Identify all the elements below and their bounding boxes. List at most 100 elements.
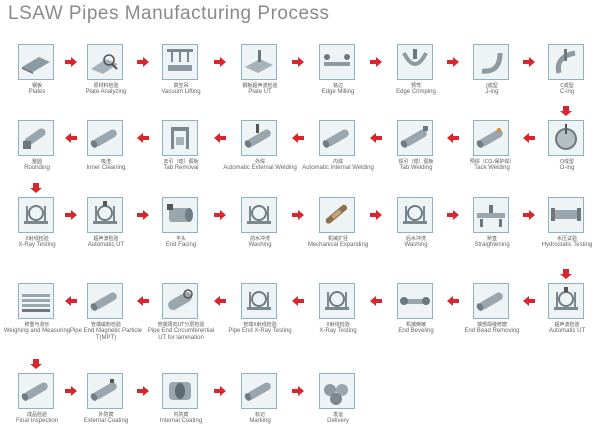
step-label-cn: 超声波检验 (554, 322, 580, 328)
step-label-cn: 后水冲洗 (405, 236, 426, 242)
step-label-en: Final Inspection (15, 418, 59, 424)
flow-arrow-icon (136, 57, 149, 67)
flow-arrow-icon (64, 133, 77, 143)
internal-coating-icon (162, 373, 198, 409)
flow-arrow-icon (30, 183, 42, 193)
j-forming-icon (473, 44, 509, 80)
step-label-en: Vacuum Lifting (161, 89, 201, 95)
ultrasonic-probe-icon (241, 44, 277, 80)
step-label-en: Pipe End Magnetic Particle T(MPT) (69, 328, 143, 341)
ultrasonic-testing-icon (87, 197, 123, 233)
step-label-cn: 成品检验 (26, 412, 47, 418)
flow-arrow-icon (292, 210, 304, 220)
step-label-cn: 整圆 (31, 159, 42, 165)
step-label-en: X-Ray Testing (319, 328, 357, 334)
pipe-end-ut-icon (162, 283, 198, 319)
flow-arrow-icon (292, 296, 304, 306)
washing-icon (241, 197, 277, 233)
step-label-en: Hydrostatic Testing (541, 242, 593, 248)
flow-arrow-icon (64, 386, 77, 396)
step-label-en: Edge Milling (321, 89, 355, 95)
flow-arrow-icon (292, 57, 304, 67)
milling-icon (319, 44, 355, 80)
step-label-cn: 端部焊缝修磨 (476, 322, 507, 328)
step-label-en: Tab Welding (399, 165, 433, 171)
flow-arrow-icon (136, 133, 149, 143)
flow-arrow-icon (64, 296, 77, 306)
step-label-cn: 管端周向UT分层检验 (157, 322, 205, 328)
washing-icon (397, 197, 433, 233)
flow-arrow-icon (560, 106, 572, 116)
expanding-icon (319, 197, 355, 233)
step-label-en: O-ing (559, 165, 575, 171)
flow-arrow-icon (370, 57, 382, 67)
step-label-en: Internal Coating (159, 418, 203, 424)
step-label-cn: J成型 (486, 83, 498, 89)
step-label-cn: 原材料检验 (93, 83, 119, 89)
flow-arrow-icon (136, 386, 149, 396)
flow-arrow-icon (447, 57, 459, 67)
beveling-icon (397, 283, 433, 319)
step-label-en: X-Ray Testing (18, 242, 56, 248)
step-label-cn: 预焊（CO₂保护焊） (469, 159, 515, 165)
flow-arrow-icon (370, 210, 382, 220)
flow-arrow-icon (370, 296, 382, 306)
step-label-cn: 超声波检验 (93, 236, 119, 242)
step-label-en: Delivery (327, 418, 349, 424)
flow-arrow-icon (213, 210, 226, 220)
c-forming-icon (548, 44, 584, 80)
step-label-en: Pipe End X-Ray Testing (228, 328, 292, 334)
step-label-cn: 外防腐 (98, 412, 114, 418)
flow-arrow-icon (447, 133, 459, 143)
step-label-cn: 真空吊 (173, 83, 189, 89)
step-label-cn: 称重与测长 (24, 322, 50, 328)
step-label-cn: 外焊 (254, 159, 265, 165)
step-label-cn: 铣边 (332, 83, 343, 89)
step-label-cn: 去引（熄）弧板 (163, 159, 199, 165)
x-ray-icon (18, 197, 54, 233)
step-label-cn: 机械扩径 (327, 236, 348, 242)
step-label-en: Plate Analyzing (85, 89, 127, 95)
weighing-icon (18, 283, 54, 319)
crimping-icon (397, 44, 433, 80)
tab-removal-icon (162, 120, 198, 156)
flow-arrow-icon (522, 210, 535, 220)
rounding-icon (18, 120, 54, 156)
step-label-en: Washing (248, 242, 272, 248)
o-forming-icon (548, 120, 584, 156)
step-label-cn: 钢板 (31, 83, 42, 89)
bead-removing-icon (473, 283, 509, 319)
flow-arrow-icon (522, 296, 535, 306)
step-label-cn: 前水冲洗 (249, 236, 270, 242)
magnifier-icon (87, 44, 123, 80)
step-label-en: Weighing and Measuring (3, 328, 71, 334)
step-label-en: Straightening (474, 242, 510, 248)
step-label-en: End Bead Removing (464, 328, 520, 334)
vacuum-crane-icon (162, 44, 198, 80)
ultrasonic-testing-icon (548, 283, 584, 319)
marking-icon (241, 373, 277, 409)
inner-cleaning-icon (87, 120, 123, 156)
flow-arrow-icon (213, 386, 226, 396)
step-label-cn: 机械倒棱 (405, 322, 426, 328)
step-label-en: End Facing (165, 242, 197, 248)
step-label-cn: 管端磁粉检验 (90, 322, 121, 328)
magnetic-particle-icon (87, 283, 123, 319)
flow-arrow-icon (522, 133, 535, 143)
step-label-en: Rounding (24, 165, 50, 171)
flow-arrow-icon (292, 386, 304, 396)
flow-arrow-icon (213, 57, 226, 67)
page-title: LSAW Pipes Manufacturing Process (8, 3, 330, 24)
step-label-cn: 水压试验 (556, 236, 577, 242)
flow-arrow-icon (560, 269, 572, 279)
step-label-cn: O成型 (560, 159, 574, 165)
internal-welding-icon (319, 120, 355, 156)
step-label-en: Automatic Internal Welding (302, 165, 374, 171)
step-label-cn: 内防腐 (173, 412, 189, 418)
x-ray-icon (241, 283, 277, 319)
flow-arrow-icon (64, 57, 77, 67)
x-ray-icon (319, 283, 355, 319)
step-label-en: Pipe End Circumferential UT for laminati… (147, 328, 215, 341)
delivery-icon (319, 373, 355, 409)
flow-arrow-icon (136, 296, 149, 306)
